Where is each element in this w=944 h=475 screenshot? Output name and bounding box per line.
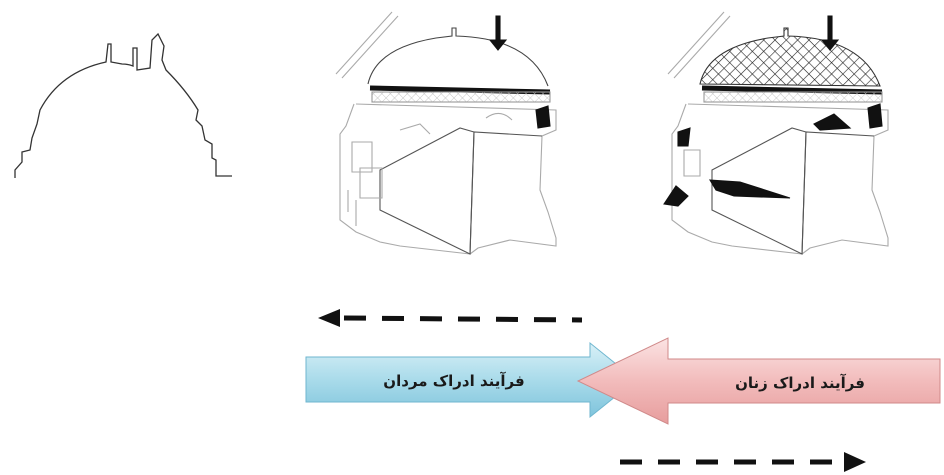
men-perception-label: فرآیند ادراک مردان <box>383 372 524 390</box>
dashed-arrow-right <box>620 452 866 472</box>
dashed-arrow-left <box>318 309 583 327</box>
mosque-line-drawing <box>335 11 557 255</box>
men-perception-arrow: فرآیند ادراک مردان <box>305 341 637 419</box>
women-perception-label: فرآیند ادراک زنان <box>735 374 865 392</box>
mosque-detailed-drawing <box>663 11 889 255</box>
women-perception-arrow: فرآیند ادراک زنان <box>576 337 941 425</box>
dome-silhouette-outline <box>14 32 232 178</box>
